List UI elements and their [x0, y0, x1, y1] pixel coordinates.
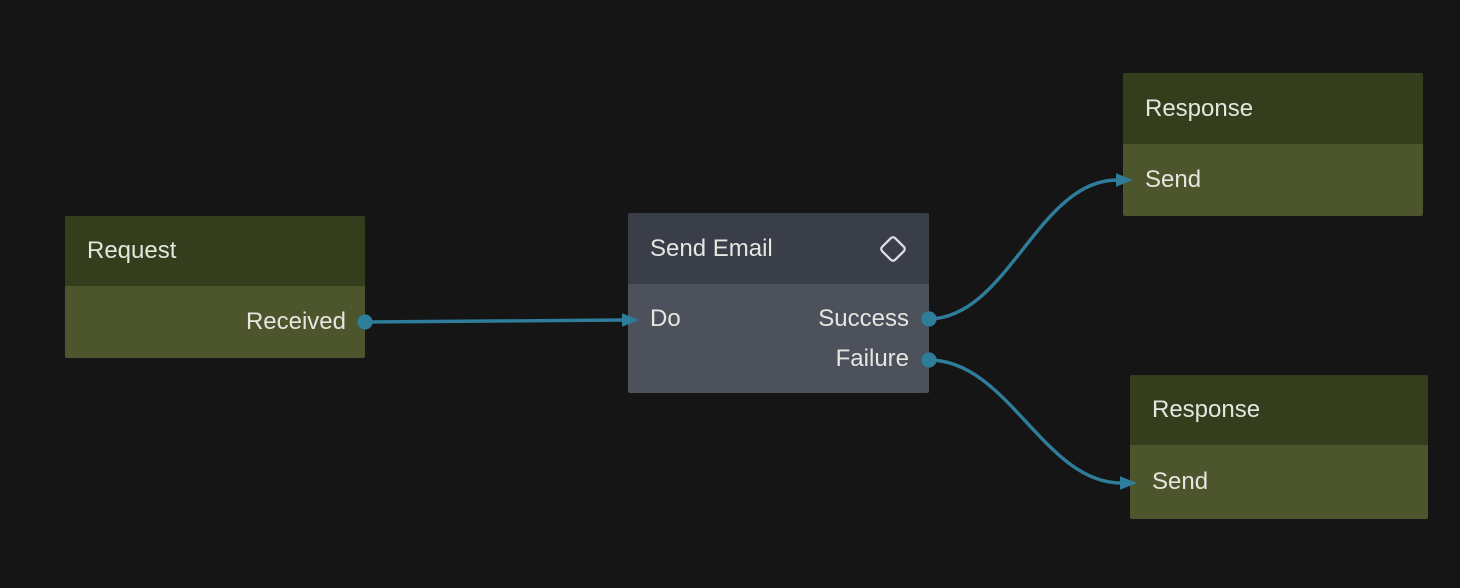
- diamond-icon: [880, 235, 906, 262]
- output-port-label-success: Success: [818, 305, 909, 332]
- node-request[interactable]: Request Received: [65, 216, 365, 358]
- edge-received-to-do[interactable]: [364, 318, 624, 324]
- output-port-label-received: Received: [245, 308, 346, 335]
- node-send-email[interactable]: Send Email Do Success Failure: [628, 213, 929, 393]
- edge-failure-to-response[interactable]: [928, 358, 1122, 485]
- port-success[interactable]: [921, 311, 937, 327]
- node-response-failure-body: Send: [1130, 445, 1428, 519]
- input-port-label-do: Do: [650, 305, 681, 332]
- edge-success-to-response[interactable]: [928, 178, 1118, 321]
- output-port-label-failure: Failure: [835, 345, 909, 372]
- node-response-failure[interactable]: Response Send: [1130, 375, 1428, 519]
- node-title: Response: [1152, 396, 1261, 423]
- node-response-success-header: Response: [1123, 73, 1423, 144]
- node-title: Response: [1145, 94, 1254, 122]
- node-send-email-body: Do Success Failure: [628, 284, 929, 393]
- node-title: Send Email: [650, 234, 773, 262]
- node-title: Request: [87, 237, 177, 264]
- node-send-email-header: Send Email: [628, 213, 929, 284]
- port-received[interactable]: [357, 314, 373, 330]
- node-request-body: Received: [65, 286, 365, 358]
- node-response-failure-header: Response: [1130, 375, 1428, 445]
- node-response-success[interactable]: Response Send: [1123, 73, 1423, 216]
- input-port-label-send: Send: [1152, 468, 1209, 495]
- input-port-label-send: Send: [1145, 166, 1202, 193]
- port-failure[interactable]: [921, 352, 937, 368]
- node-response-success-body: Send: [1123, 144, 1423, 216]
- node-request-header: Request: [65, 216, 365, 286]
